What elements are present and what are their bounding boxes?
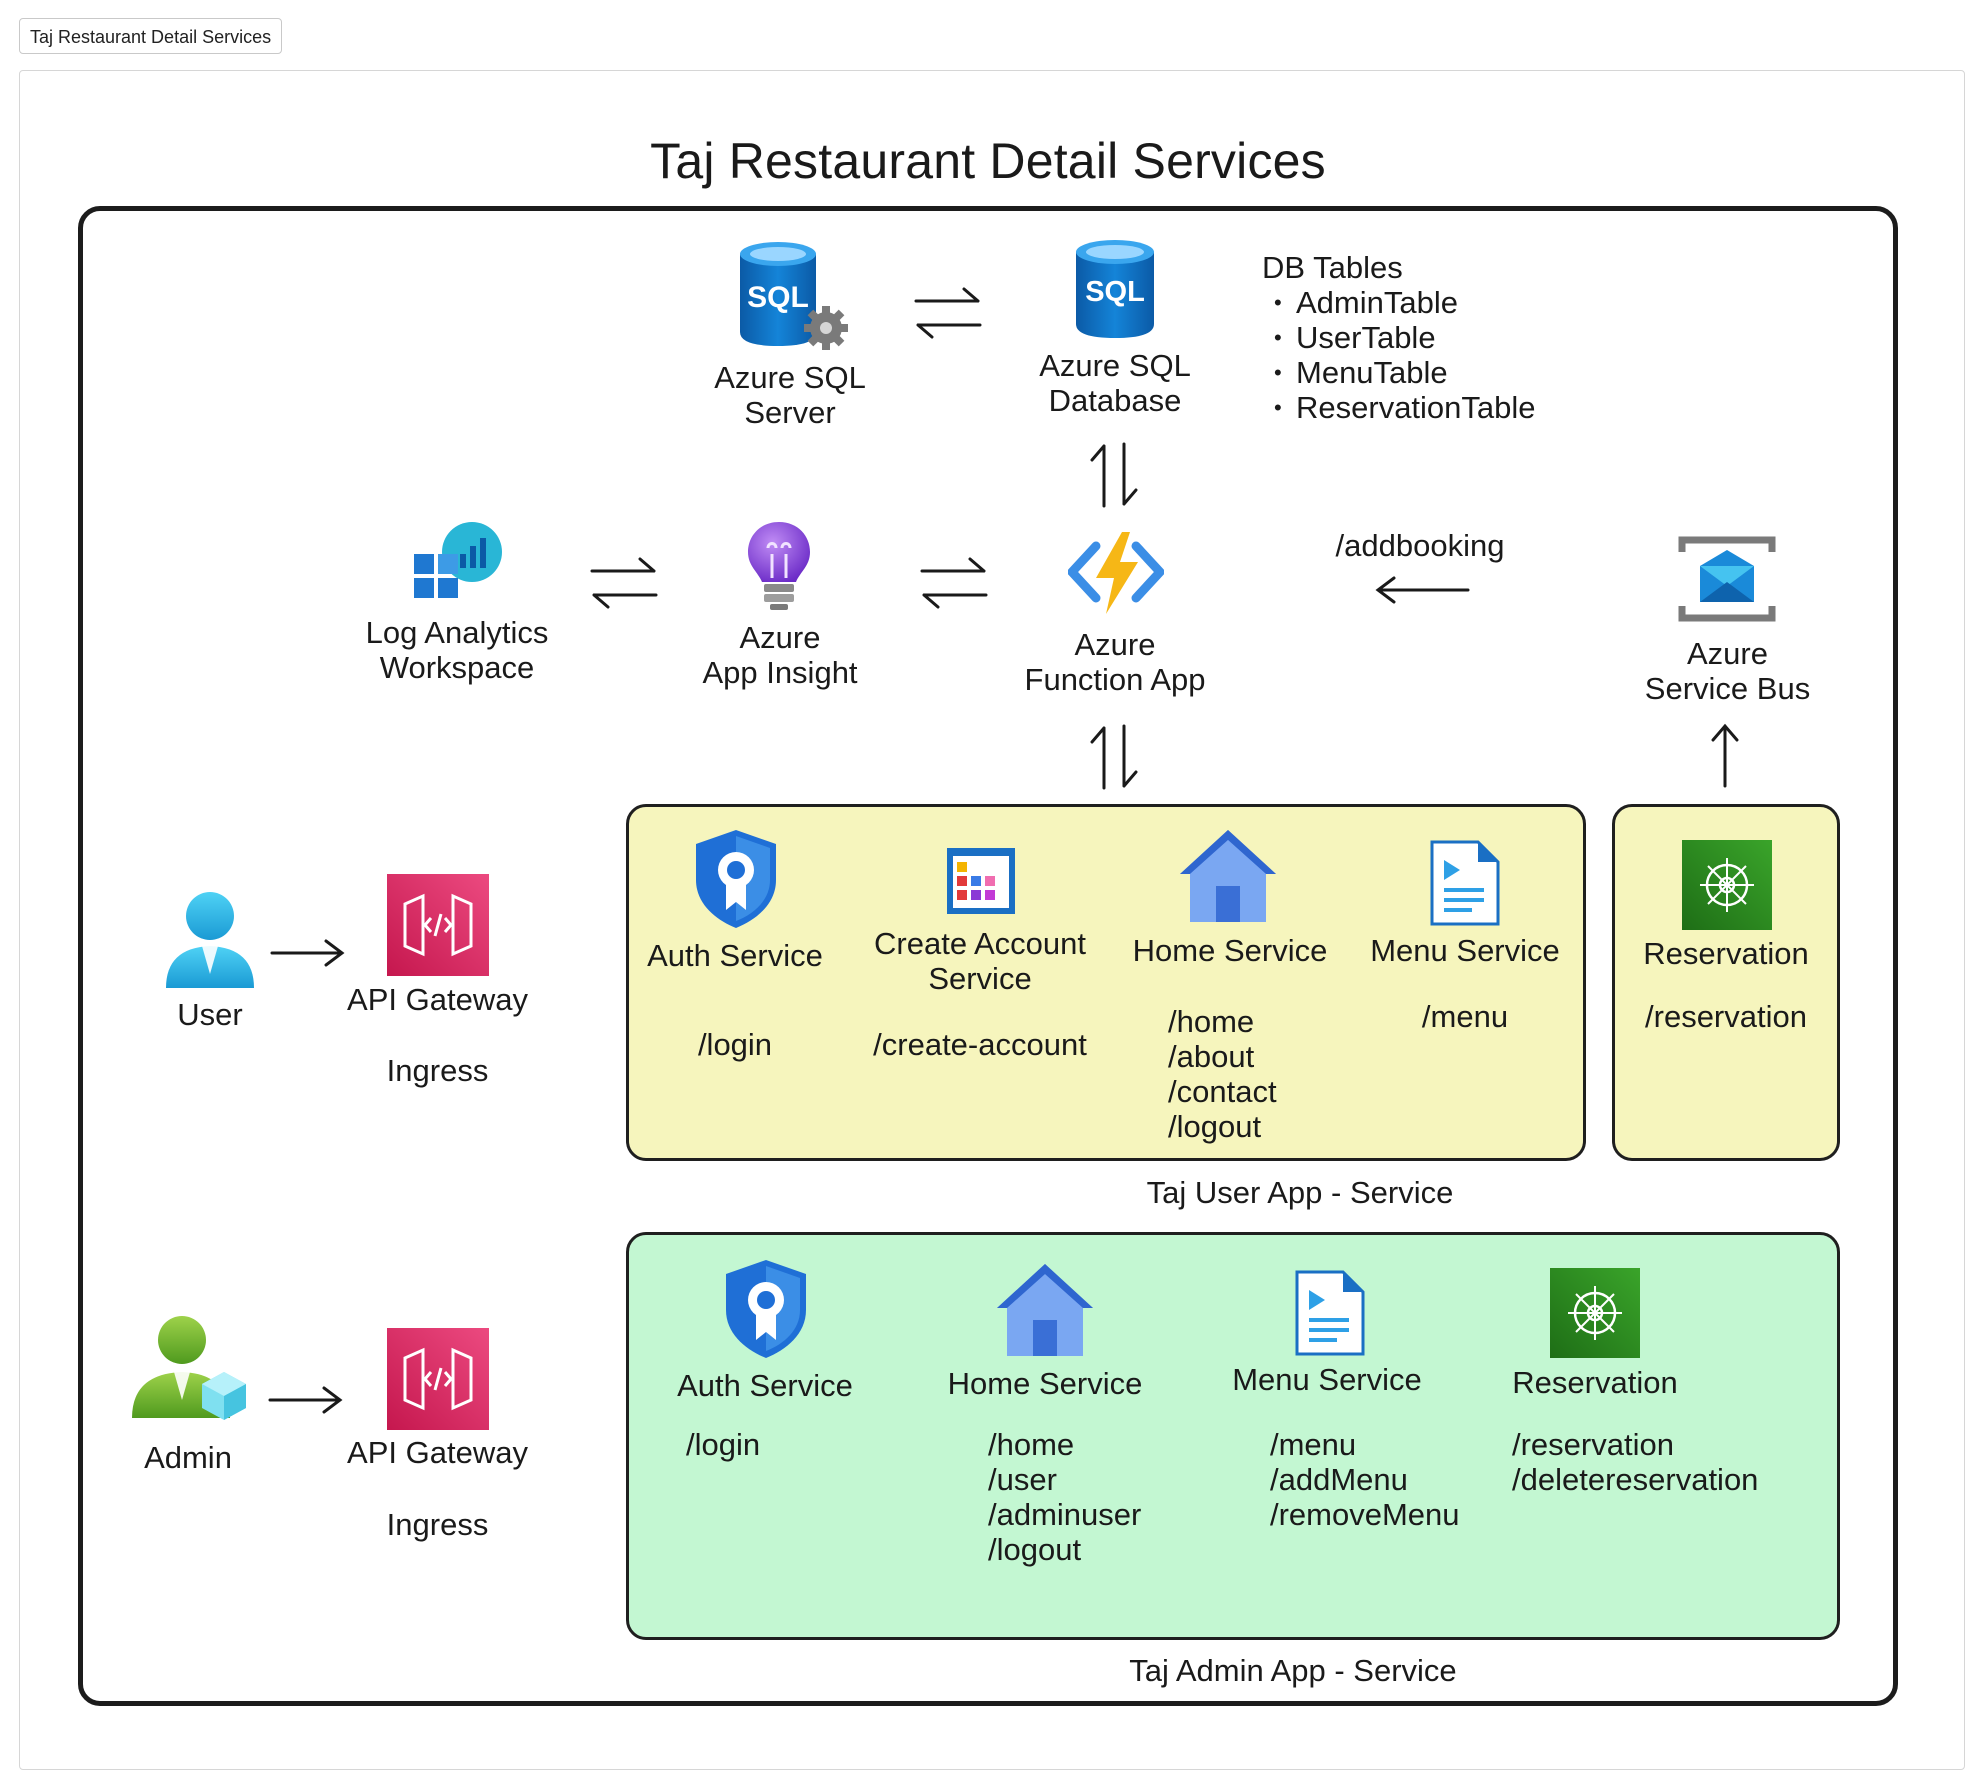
ingress-label: Ingress [386, 1053, 489, 1088]
home-routes: /home /about /contact /logout [1168, 1004, 1277, 1144]
addbooking-route: /addbooking [1335, 528, 1505, 563]
home-icon [997, 1264, 1093, 1356]
user-icon [166, 892, 254, 988]
lightbulb-icon [748, 522, 810, 610]
user-app-group [626, 804, 1586, 1161]
reservation-label: Reservation [1512, 1365, 1678, 1400]
home-icon [1180, 830, 1276, 922]
menu-routes: /menu /addMenu /removeMenu [1270, 1427, 1460, 1532]
route-item: /logout [1168, 1109, 1262, 1144]
api-gateway-icon [387, 874, 489, 976]
route-item: /home [1168, 1004, 1255, 1039]
api-gateway-label: API Gateway [347, 1435, 528, 1470]
menu-route: /menu [1421, 999, 1509, 1034]
right-arrow-icon [268, 1386, 343, 1414]
auth-service-label: Auth Service [677, 1368, 853, 1403]
ingress-label: Ingress [386, 1507, 489, 1542]
db-tables-note: DB Tables AdminTable UserTable MenuTable… [1262, 250, 1536, 425]
api-gateway-label: API Gateway [347, 982, 528, 1017]
sql-server-icon: SQL [740, 242, 848, 350]
system-boundary [78, 206, 1898, 1706]
login-route: /login [686, 1427, 761, 1462]
up-arrow-icon [1711, 723, 1739, 788]
home-routes: /home /user /adminuser /logout [988, 1427, 1141, 1567]
reservation-route: /reservation [1645, 999, 1807, 1034]
api-gateway-icon [387, 1328, 489, 1430]
reservation-icon [1550, 1268, 1640, 1358]
reservation-icon [1682, 840, 1772, 930]
route-item: /menu [1270, 1427, 1357, 1462]
left-arrow-icon [1375, 576, 1470, 604]
home-service-label: Home Service [947, 1366, 1143, 1401]
route-item: /about [1168, 1039, 1255, 1074]
bidirectional-arrow-icon [590, 557, 658, 609]
svg-text:SQL: SQL [747, 281, 809, 314]
shield-icon [696, 830, 776, 928]
list-item: MenuTable [1262, 355, 1536, 390]
list-item: ReservationTable [1262, 390, 1536, 425]
list-item: AdminTable [1262, 285, 1536, 320]
document-tab[interactable]: Taj Restaurant Detail Services [19, 18, 283, 54]
home-service-label: Home Service [1132, 933, 1328, 968]
sql-database-icon: SQL [1076, 240, 1154, 338]
menu-document-icon [1295, 1270, 1365, 1356]
db-tables-list: AdminTable UserTable MenuTable Reservati… [1262, 285, 1536, 425]
bidirectional-arrow-icon [1090, 724, 1138, 790]
admin-icon [132, 1316, 246, 1420]
log-analytics-icon [414, 522, 502, 598]
menu-document-icon [1430, 840, 1500, 926]
user-app-caption: Taj User App - Service [1146, 1175, 1454, 1210]
list-item: UserTable [1262, 320, 1536, 355]
page-title: Taj Restaurant Detail Services [650, 133, 1326, 189]
bidirectional-arrow-icon [920, 557, 988, 609]
admin-actor-label: Admin [144, 1440, 232, 1475]
route-item: /removeMenu [1270, 1497, 1460, 1532]
route-item: /home [988, 1427, 1075, 1462]
db-tables-heading: DB Tables [1262, 250, 1403, 285]
service-bus-icon [1678, 536, 1776, 622]
create-account-route: /create-account [873, 1027, 1087, 1062]
route-item: /contact [1168, 1074, 1277, 1109]
menu-service-label: Menu Service [1370, 933, 1560, 968]
admin-app-caption: Taj Admin App - Service [1129, 1653, 1457, 1688]
right-arrow-icon [270, 939, 345, 967]
route-item: /user [988, 1462, 1057, 1497]
menu-service-label: Menu Service [1232, 1362, 1422, 1397]
svg-text:SQL: SQL [1085, 276, 1145, 308]
bidirectional-arrow-icon [914, 287, 982, 339]
auth-service-label: Auth Service [647, 938, 823, 973]
route-item: /reservation [1512, 1427, 1674, 1462]
login-route: /login [697, 1027, 773, 1062]
reservation-label: Reservation [1643, 936, 1809, 971]
reservation-routes: /reservation /deletereservation [1512, 1427, 1758, 1497]
shield-icon [726, 1260, 806, 1358]
route-item: /logout [988, 1532, 1082, 1567]
bidirectional-arrow-icon [1090, 442, 1138, 508]
route-item: /deletereservation [1512, 1462, 1759, 1497]
create-account-icon [947, 848, 1015, 914]
route-item: /adminuser [988, 1497, 1142, 1532]
route-item: /addMenu [1270, 1462, 1408, 1497]
function-app-icon [1068, 532, 1164, 614]
user-actor-label: User [177, 997, 243, 1032]
